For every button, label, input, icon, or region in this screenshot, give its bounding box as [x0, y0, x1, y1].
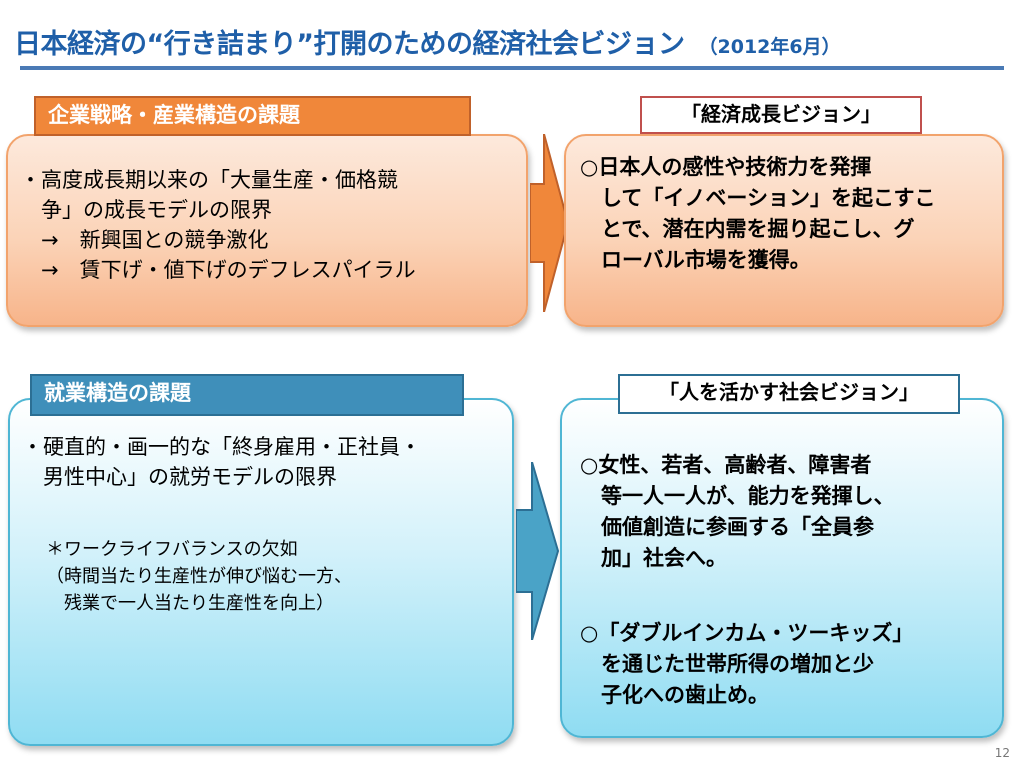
- text-line: 等一人一人が、能力を発揮し、: [580, 484, 895, 508]
- text-line: ○「ダブルインカム・ツーキッズ」: [580, 621, 914, 645]
- industry-issue-text: ・高度成長期以来の「大量生産・価格競 争」の成長モデルの限界 → 新興国との競争…: [20, 165, 416, 285]
- text-line: ・硬直的・画一的な「終身雇用・正社員・: [22, 435, 421, 459]
- vision-box-growth: [564, 134, 1004, 327]
- title-date: （2012年6月）: [698, 36, 841, 58]
- issue-box-employment: [8, 398, 514, 746]
- note-line: （時間当たり生産性が伸び悩む一方、: [46, 566, 352, 587]
- text-line: → 新興国との競争激化: [20, 228, 269, 252]
- text-line: ○女性、若者、高齢者、障害者: [580, 453, 872, 477]
- note-line: ＊ワークライフバランスの欠如: [46, 539, 298, 560]
- text-line: 争」の成長モデルの限界: [20, 198, 272, 222]
- page-number: 12: [994, 746, 1010, 760]
- text-line: ローバル市場を獲得。: [580, 248, 811, 272]
- growth-vision-label: 「経済成長ビジョン」: [640, 96, 922, 134]
- employment-issue-label: 就業構造の課題: [30, 374, 464, 416]
- title-main: 日本経済の“行き詰まり”打開のための経済社会ビジョン: [14, 29, 685, 60]
- text-line: 男性中心」の就労モデルの限界: [22, 465, 337, 489]
- text-line: して「イノベーション」を起こすこ: [580, 186, 936, 210]
- industry-issue-label: 企業戦略・産業構造の課題: [34, 96, 471, 136]
- issue-box-industry: [6, 134, 528, 327]
- text-line: とで、潜在内需を掘り起こし、グ: [580, 217, 915, 241]
- employment-issue-text: ・硬直的・画一的な「終身雇用・正社員・ 男性中心」の就労モデルの限界: [22, 432, 421, 492]
- work-life-note: ＊ワークライフバランスの欠如 （時間当たり生産性が伸び悩む一方、 残業で一人当た…: [46, 536, 352, 617]
- right-arrow-icon: [530, 134, 570, 312]
- growth-vision-text: ○日本人の感性や技術力を発揮 して「イノベーション」を起こすこ とで、潜在内需を…: [580, 152, 936, 276]
- text-line: 価値創造に参画する「全員参: [580, 515, 874, 539]
- society-vision-text-2: ○「ダブルインカム・ツーキッズ」 を通じた世帯所得の増加と少 子化への歯止め。: [580, 618, 913, 711]
- society-vision-text-1: ○女性、若者、高齢者、障害者 等一人一人が、能力を発揮し、 価値創造に参画する「…: [580, 450, 895, 574]
- note-line: 残業で一人当たり生産性を向上）: [46, 593, 334, 614]
- text-line: ○日本人の感性や技術力を発揮: [580, 155, 872, 179]
- slide-title: 日本経済の“行き詰まり”打開のための経済社会ビジョン （2012年6月）: [14, 22, 1014, 62]
- text-line: 子化への歯止め。: [580, 683, 769, 707]
- society-vision-label: 「人を活かす社会ビジョン」: [618, 374, 960, 414]
- text-line: → 賃下げ・値下げのデフレスパイラル: [20, 258, 416, 282]
- title-underline: [20, 66, 1004, 70]
- text-line: 加」社会へ。: [580, 546, 727, 570]
- right-arrow-icon: [516, 462, 560, 640]
- text-line: を通じた世帯所得の増加と少: [580, 652, 874, 676]
- text-line: ・高度成長期以来の「大量生産・価格競: [20, 168, 398, 192]
